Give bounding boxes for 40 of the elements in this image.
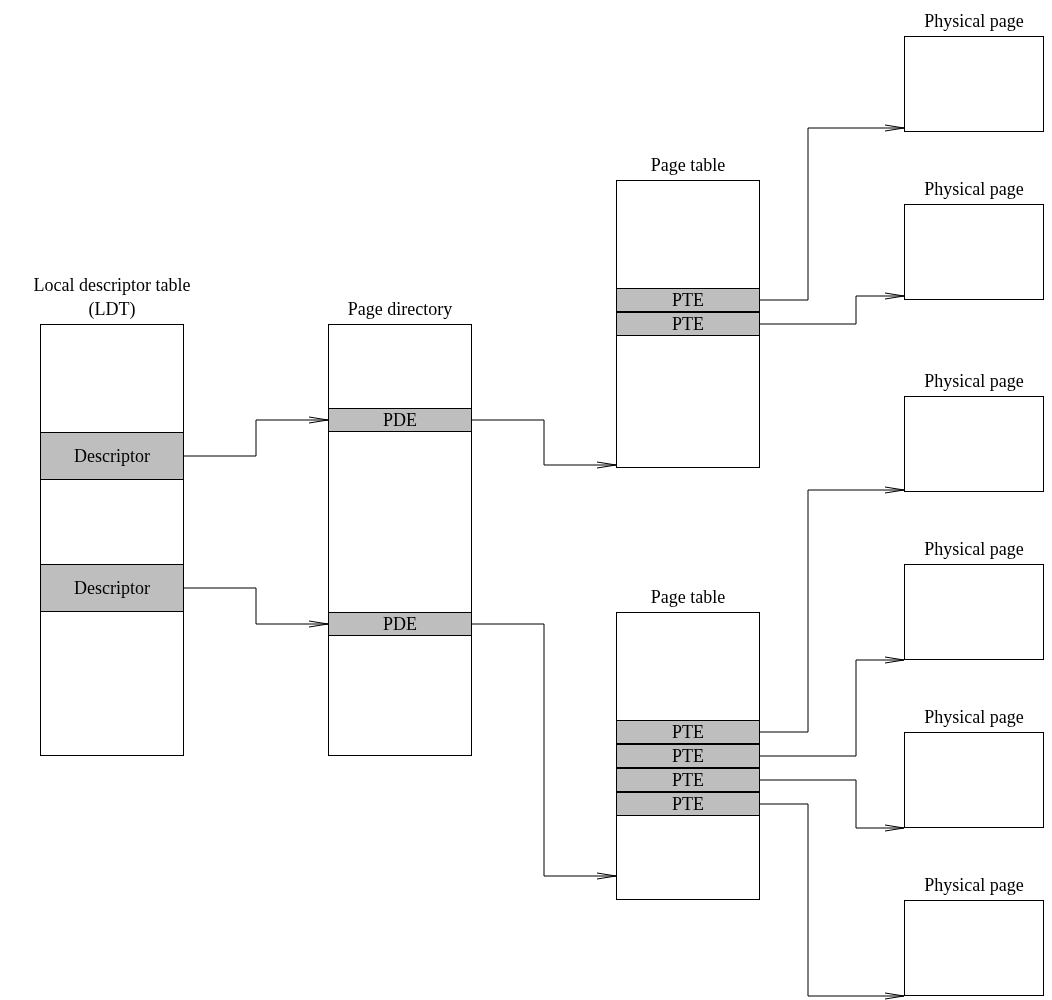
entry-label: PTE <box>672 795 704 813</box>
table-entry <box>328 408 472 432</box>
table-heading: Page table <box>649 585 727 609</box>
entry-label: Descriptor <box>74 447 150 465</box>
table-entry <box>616 768 760 792</box>
arrow <box>471 419 617 469</box>
table-entry <box>40 432 184 480</box>
entry-label: PTE <box>672 723 704 741</box>
entry-label: PTE <box>672 771 704 789</box>
table-entry <box>616 792 760 816</box>
table-heading: Physical page <box>923 705 1025 729</box>
table-heading: Physical page <box>923 873 1025 897</box>
table-heading: Physical page <box>923 369 1025 393</box>
entry-label: PTE <box>672 291 704 309</box>
table-heading: Physical page <box>923 9 1025 33</box>
arrow <box>759 124 905 301</box>
arrow <box>759 656 905 757</box>
entry-label: PDE <box>383 411 417 429</box>
table-entry <box>616 312 760 336</box>
table-entry <box>328 612 472 636</box>
table-heading: Local descriptor table (LDT) <box>32 274 192 321</box>
entry-label: PTE <box>672 747 704 765</box>
entry-label: PDE <box>383 615 417 633</box>
table-heading: Physical page <box>923 537 1025 561</box>
table-heading: Physical page <box>923 177 1025 201</box>
entry-label: PTE <box>672 315 704 333</box>
table-entry <box>40 564 184 612</box>
table-entry <box>616 744 760 768</box>
arrow <box>471 623 617 880</box>
table-heading: Page directory <box>346 297 454 321</box>
table-entry <box>616 720 760 744</box>
arrow <box>759 779 905 832</box>
entry-label: Descriptor <box>74 579 150 597</box>
table-heading: Page table <box>649 153 727 177</box>
table-entry <box>616 288 760 312</box>
arrow <box>183 587 329 628</box>
arrow <box>759 292 905 325</box>
arrow <box>759 486 905 733</box>
arrow <box>183 416 329 457</box>
arrow <box>759 803 905 1000</box>
